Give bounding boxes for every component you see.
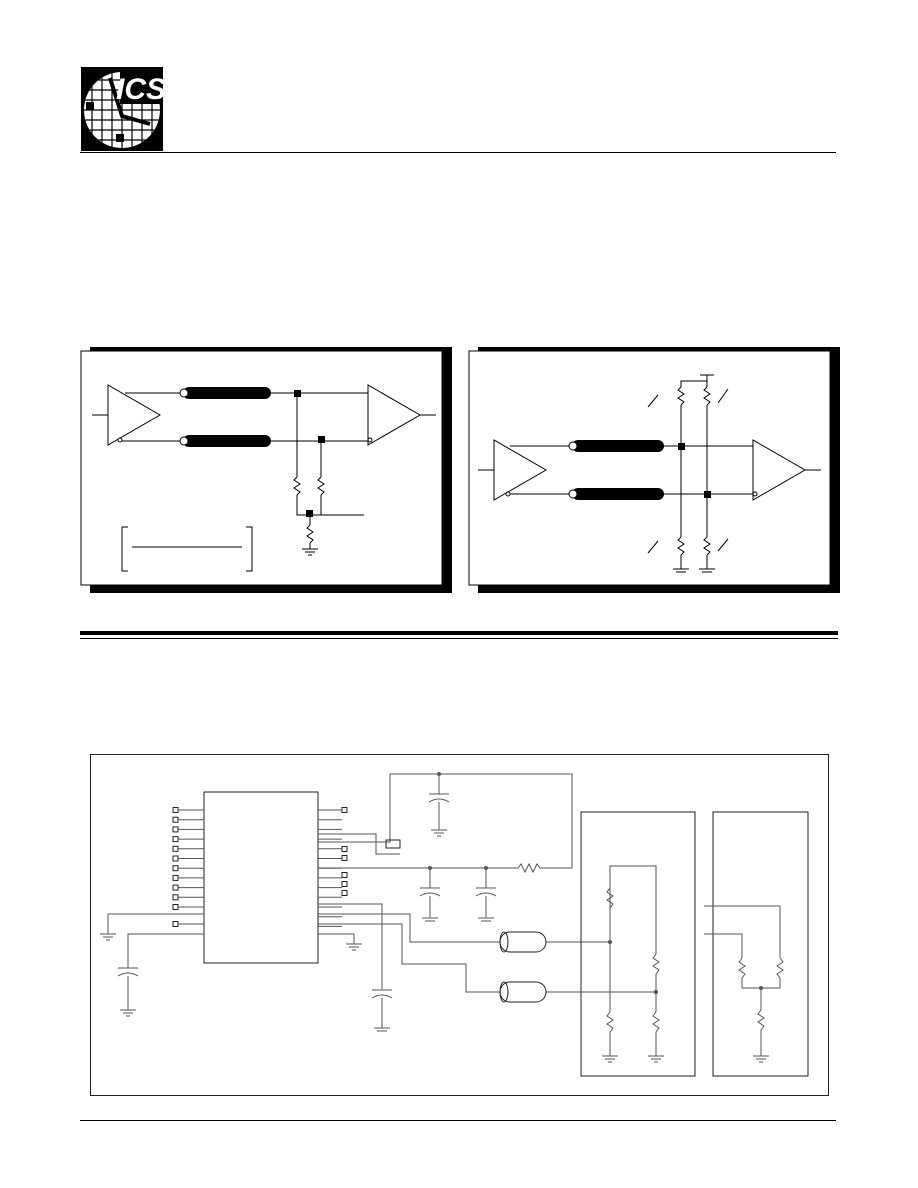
pin-pad [172, 836, 179, 843]
pin-pad [341, 855, 348, 861]
coax-line-bottom [572, 488, 664, 500]
right-termination-figure [468, 345, 840, 593]
resistor-pullup-1 [677, 386, 685, 406]
right-termination-schematic [468, 347, 840, 593]
pin-pad [172, 816, 179, 823]
pin-pad [172, 865, 179, 872]
pin-pad [172, 921, 179, 927]
pin-pad [172, 894, 179, 901]
section-rule-thick [80, 631, 838, 635]
left-termination-figure [80, 345, 452, 593]
logo-text: ICS [116, 73, 164, 106]
receiver-triangle [367, 384, 422, 446]
termination-box-b [712, 811, 809, 1077]
resistor-pulldown-2 [703, 536, 711, 556]
application-circuit-figure [90, 754, 829, 1096]
pin-pad [341, 881, 348, 887]
coax-line-bottom [183, 435, 271, 447]
resistor-pulldown-1 [677, 536, 685, 556]
pin-pad [172, 807, 179, 813]
termination-box-a [580, 811, 696, 1077]
resistor [757, 1009, 765, 1031]
pin-pad [172, 826, 179, 833]
coax-line-top [572, 440, 664, 452]
series-resistor [517, 862, 541, 874]
resistor-r2 [317, 476, 325, 496]
footer-rule [80, 1120, 836, 1121]
pin-pad [341, 846, 348, 852]
ics-logo-graphic: ICS [81, 67, 164, 151]
pin-pad [172, 884, 179, 891]
left-termination-schematic [80, 347, 452, 593]
pin-pad [341, 890, 348, 896]
application-circuit-schematic [90, 754, 829, 1096]
pin-pad [341, 807, 348, 813]
pin-pad [172, 874, 179, 881]
pin-pad [172, 904, 179, 910]
crystal-icon [385, 839, 401, 849]
resistor [652, 953, 660, 975]
ic-package [203, 791, 319, 964]
pin-pad [172, 845, 179, 852]
receiver-triangle [752, 439, 807, 501]
resistor-pullup-2 [703, 386, 711, 406]
section-rule-thin [80, 638, 838, 639]
pin-pad [172, 855, 179, 862]
resistor-r1 [293, 476, 301, 496]
resistor-r3 [306, 524, 314, 544]
header-rule [80, 152, 836, 153]
ics-logo: ICS [80, 66, 164, 152]
pin-pad [341, 872, 348, 878]
coax-line-top [183, 387, 271, 399]
